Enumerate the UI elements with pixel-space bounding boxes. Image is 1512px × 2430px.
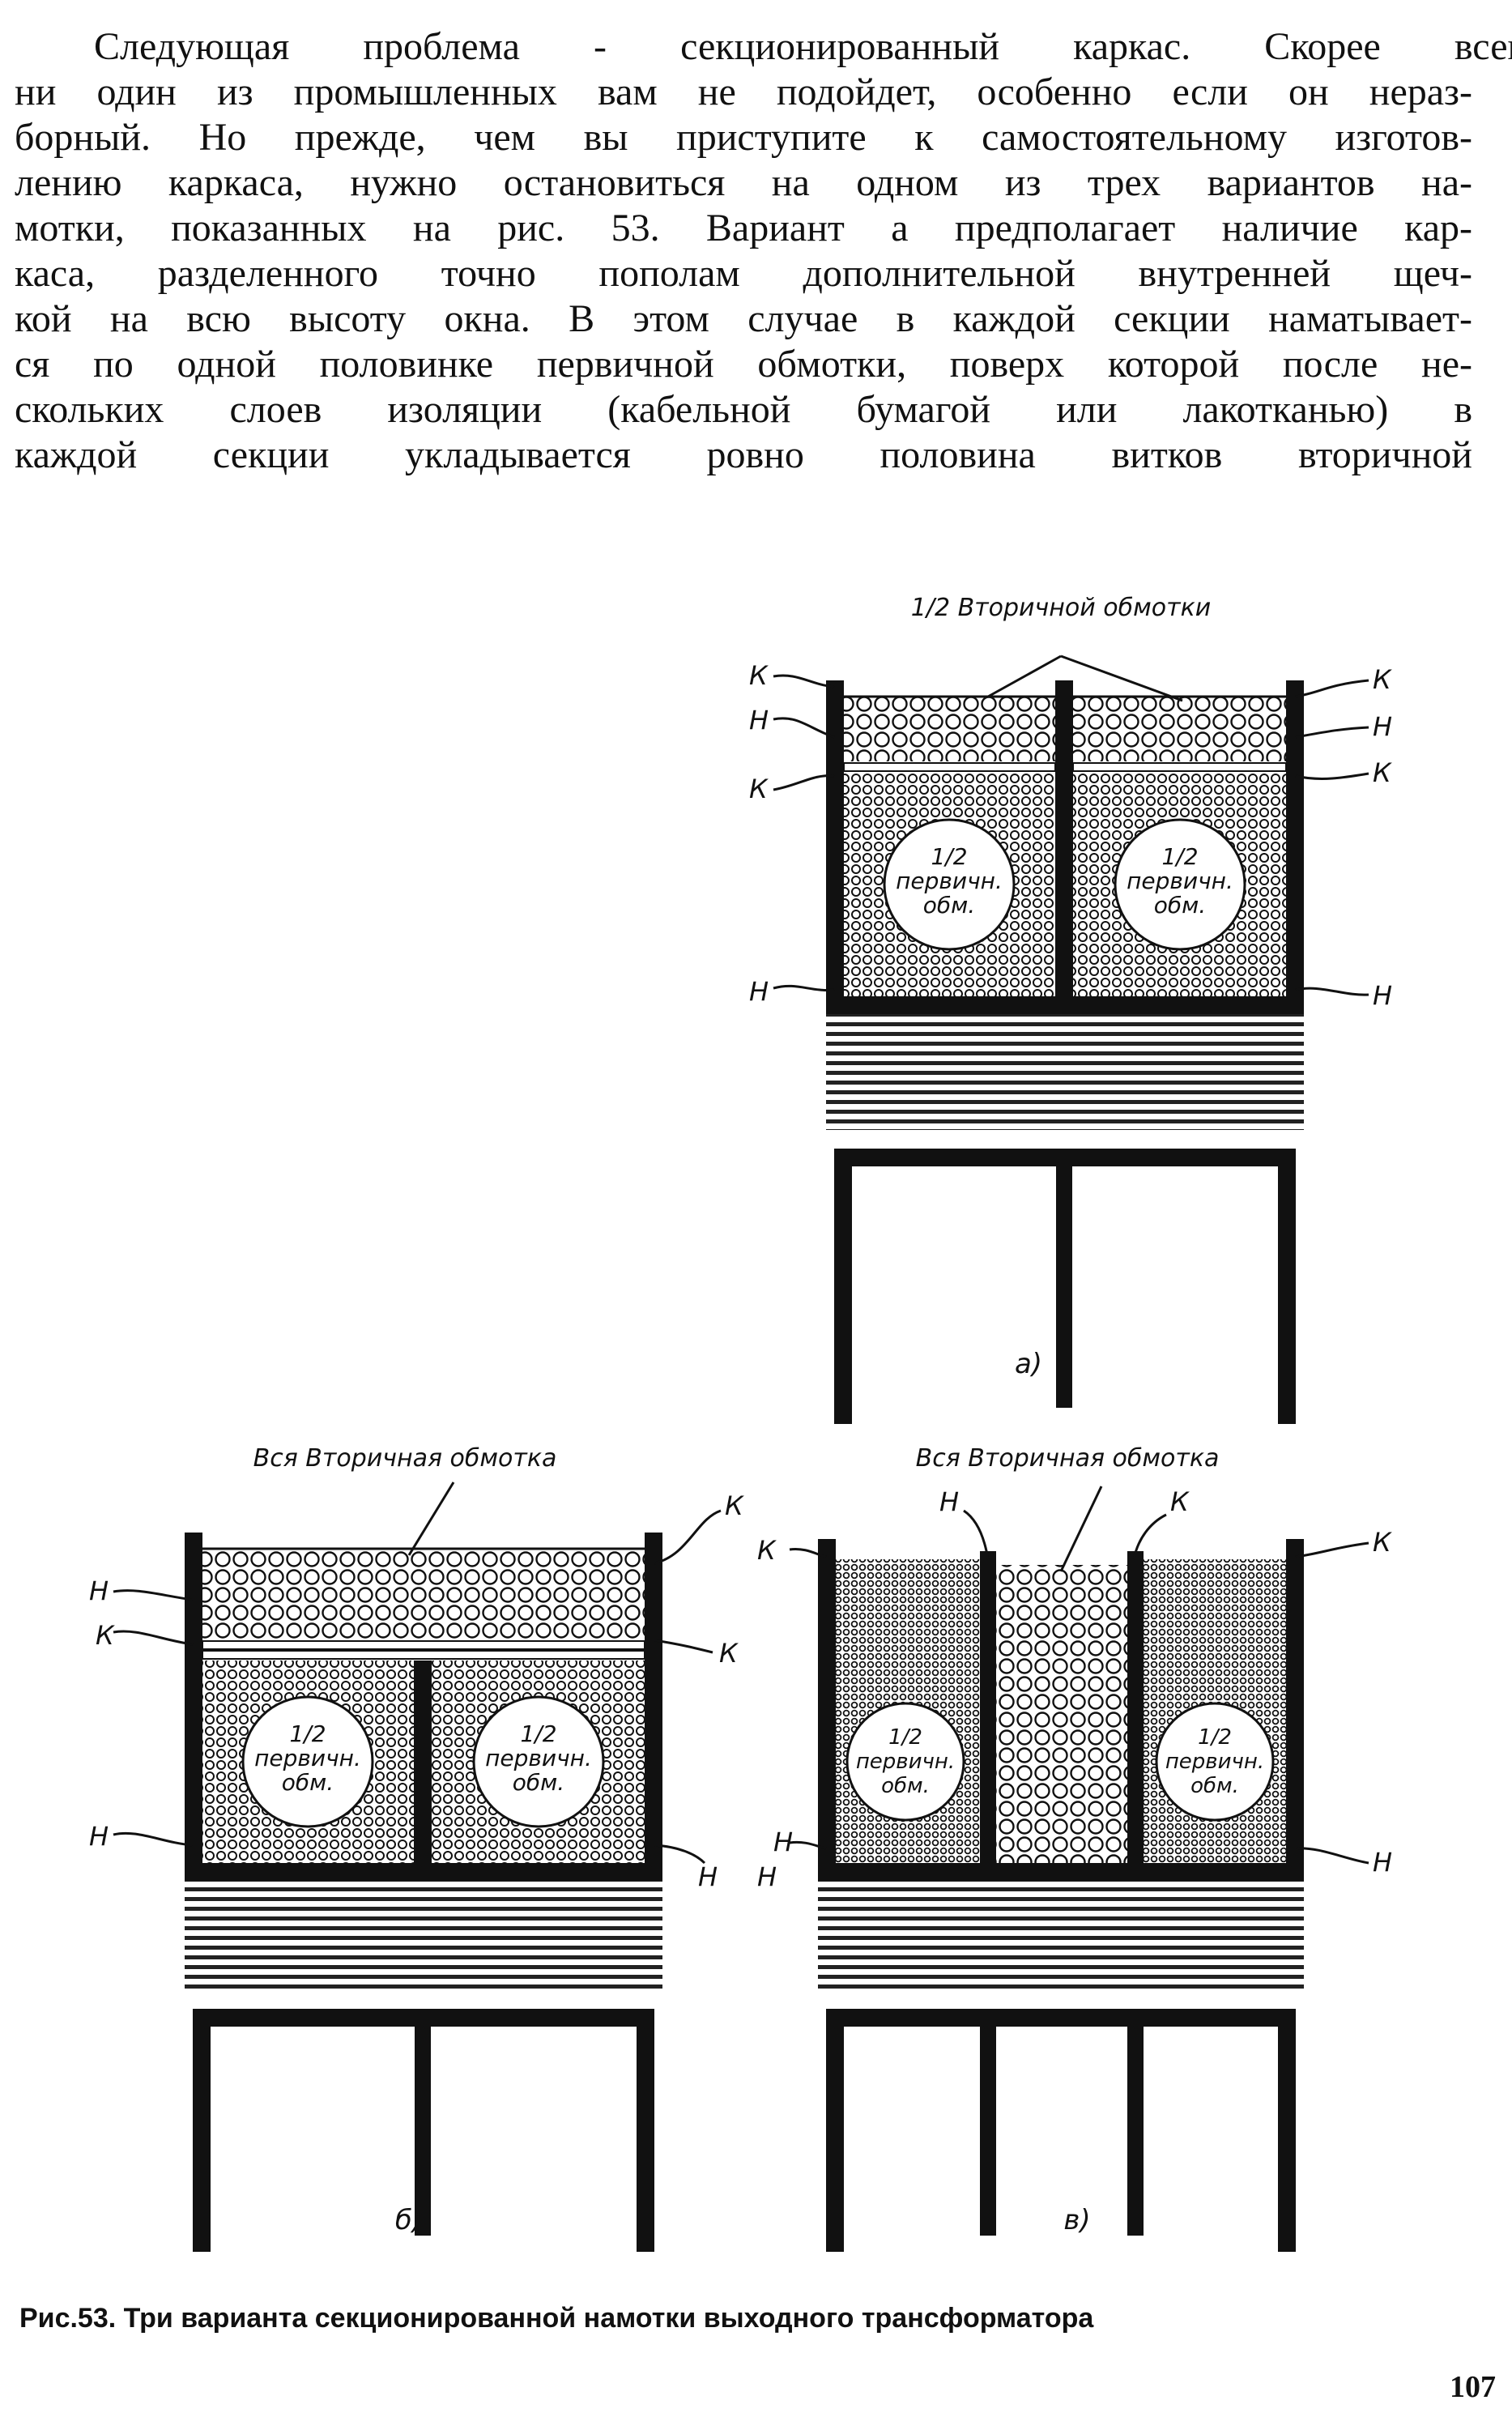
variant-b-diagram	[113, 1481, 722, 2252]
terminal-label: Н	[1373, 980, 1392, 1011]
figure-caption: Рис.53. Три варианта секционированной на…	[19, 2303, 1094, 2334]
page-number: 107	[1450, 2370, 1496, 2404]
text-line: каса, разделенного точно пополам дополни…	[15, 252, 1472, 295]
terminal-label: К	[749, 774, 769, 804]
text-line: ни один из промышленных вам не подойдет,…	[15, 70, 1472, 113]
text-line: ся по одной половинке первичной обмотки,…	[15, 343, 1472, 386]
text-line: кой на всю высоту окна. В этом случае в …	[15, 297, 1472, 340]
terminal-label: Н	[1373, 711, 1392, 742]
primary-winding-label: 1/2	[1198, 1725, 1232, 1750]
secondary-winding	[996, 1565, 1127, 1863]
primary-winding-label: первичн.	[1165, 1750, 1264, 1774]
terminal-label: К	[1373, 757, 1392, 788]
terminal-label: К	[1373, 1527, 1392, 1558]
terminal-label: Н	[939, 1486, 959, 1517]
terminal-label: Н	[89, 1821, 109, 1852]
primary-winding-label: обм.	[282, 1769, 334, 1796]
secondary-winding-half	[844, 697, 1055, 761]
text-line: борный. Но прежде, чем вы приступите к с…	[15, 116, 1472, 159]
variant-a-diagram	[773, 654, 1369, 1426]
text-line: мотки, показанных на рис. 53. Вариант а …	[15, 207, 1472, 249]
primary-winding-label: 1/2	[931, 843, 967, 870]
primary-winding-label: обм.	[881, 1774, 930, 1798]
primary-winding-label: первичн.	[485, 1745, 592, 1771]
core-laminations	[826, 1008, 1304, 1130]
primary-winding-label: обм.	[1154, 892, 1206, 919]
primary-winding-label: первичн.	[1127, 868, 1233, 894]
primary-winding-label: 1/2	[1161, 843, 1198, 870]
figure-svg: 1/2 Вторичной обмоткиКНКНКНКН1/2первичн.…	[89, 594, 1392, 2252]
text-line: каждой секции укладывается ровно половин…	[15, 433, 1472, 476]
bobbin-wall-right	[1286, 680, 1304, 1000]
text-line: Следующая проблема - секционированный ка…	[94, 25, 1512, 68]
secondary-winding-half	[1073, 697, 1286, 761]
terminal-label: Н	[773, 1827, 793, 1857]
callout-label: Вся Вторичная обмотка	[916, 1444, 1220, 1473]
terminal-label: К	[96, 1620, 115, 1651]
text-line: лению каркаса, нужно остановиться на одн…	[15, 161, 1472, 204]
terminal-label: Н	[698, 1861, 718, 1892]
terminal-label: Н	[757, 1861, 777, 1892]
subfigure-label: в)	[1063, 2204, 1090, 2236]
primary-winding-label: обм.	[1190, 1774, 1239, 1798]
terminal-label: К	[719, 1638, 739, 1669]
primary-winding-label: обм.	[923, 892, 975, 919]
terminal-label: К	[1373, 664, 1392, 695]
terminal-label: Н	[749, 976, 769, 1007]
primary-winding-label: первичн.	[896, 868, 1003, 894]
primary-winding-label: 1/2	[289, 1720, 326, 1747]
bobbin-wall-left	[826, 680, 844, 1000]
subfigure-label: а)	[1015, 1348, 1042, 1380]
bobbin-divider	[1055, 680, 1073, 1000]
terminal-label: Н	[89, 1575, 109, 1606]
primary-winding-label: 1/2	[888, 1725, 922, 1750]
terminal-label: Н	[1373, 1847, 1392, 1878]
terminal-label: К	[749, 660, 769, 691]
primary-winding-label: первичн.	[254, 1745, 361, 1771]
bobbin-base	[826, 996, 1304, 1014]
primary-winding-label: первичн.	[856, 1750, 955, 1774]
subfigure-label: б)	[395, 2204, 423, 2236]
variant-c-diagram	[789, 1486, 1369, 2252]
terminal-label: Н	[749, 705, 769, 735]
secondary-winding	[202, 1549, 645, 1639]
terminal-label: К	[725, 1490, 744, 1521]
text-line: скольких слоев изоляции (кабельной бумаг…	[15, 388, 1472, 431]
callout-label: Вся Вторичная обмотка	[253, 1444, 557, 1473]
primary-winding-label: 1/2	[520, 1720, 556, 1747]
callout-label: 1/2 Вторичной обмотки	[911, 594, 1211, 622]
primary-winding-label: обм.	[513, 1769, 564, 1796]
terminal-label: К	[757, 1535, 777, 1566]
terminal-label: К	[1170, 1486, 1190, 1517]
